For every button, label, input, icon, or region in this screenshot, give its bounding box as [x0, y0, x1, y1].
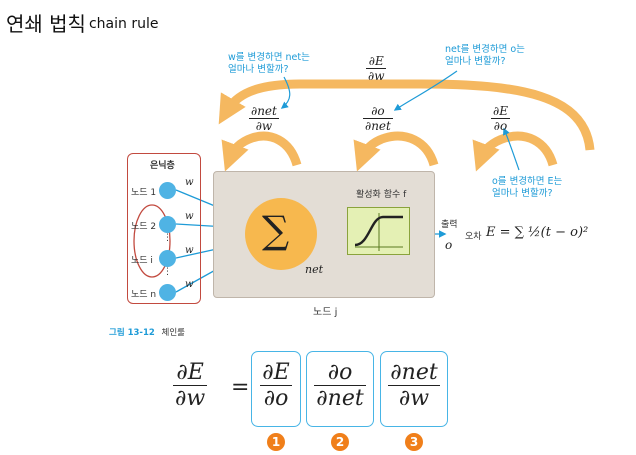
- eq-term-3-chip: [380, 351, 448, 427]
- output-symbol: o: [445, 238, 453, 252]
- curved-arrow-3: [472, 131, 558, 172]
- big-backprop-arrow: [218, 79, 595, 151]
- node-i-circle: [159, 250, 176, 267]
- figure-caption: 그림 13-12 체인룰: [109, 326, 185, 338]
- curved-arrow-2: [353, 131, 439, 172]
- activation-label: 활성화 함수 f: [356, 190, 407, 200]
- title-sub: chain rule: [88, 16, 159, 32]
- node-n-circle: [159, 284, 176, 301]
- eq-lhs-den: ∂w: [173, 385, 208, 411]
- figure-title: 체인룰: [161, 328, 185, 338]
- node-n-label: 노드 n: [131, 290, 157, 300]
- top-fraction: ∂E ∂w: [366, 54, 387, 83]
- eq-term-1-den: ∂o: [260, 385, 292, 411]
- weight-i-text: w: [185, 245, 194, 256]
- partial-e-o-den: ∂o: [491, 118, 510, 133]
- partial-o-net-num: ∂o: [371, 104, 385, 118]
- partial-net-w: ∂net ∂w: [249, 104, 279, 133]
- eq-lhs-num: ∂E: [176, 360, 204, 385]
- eq-term-2-den: ∂net: [314, 385, 366, 411]
- node-2-label: 노드 2: [131, 222, 157, 232]
- eq-term-3: ∂net ∂w: [383, 360, 445, 411]
- sum-symbol: ∑: [262, 208, 290, 252]
- weight-1-text: w: [185, 177, 194, 188]
- note-o-line2: 얼마나 변할까?: [492, 188, 553, 199]
- badge-3: 3: [405, 433, 423, 451]
- output-label: 출력: [441, 220, 458, 230]
- partial-net-w-den: ∂w: [249, 118, 279, 133]
- leader-w: [280, 76, 291, 109]
- equation-lhs: ∂E ∂w: [173, 360, 208, 411]
- badge-2: 2: [331, 433, 349, 451]
- note-net-line2: 얼마나 변할까?: [445, 56, 506, 67]
- leader-o: [503, 127, 520, 171]
- hidden-layer-label: 은닉층: [150, 161, 175, 171]
- eq-term-3-num: ∂net: [390, 360, 438, 385]
- highlight-loop: [133, 204, 171, 278]
- leader-net: [393, 70, 458, 111]
- note-o-line1: o를 변경하면 E는: [492, 176, 563, 187]
- net-label: net: [305, 263, 324, 276]
- partial-e-o: ∂E ∂o: [491, 104, 510, 133]
- node-j-label: 노드 j: [313, 307, 338, 318]
- title-main: 연쇄 법칙: [6, 12, 86, 36]
- eq-term-1-num: ∂E: [262, 360, 290, 385]
- note-w-change: w를 변경하면 net는 얼마나 변할까?: [228, 52, 310, 76]
- node-1-circle: [159, 182, 176, 199]
- figure-number: 그림 13-12: [109, 328, 155, 338]
- partial-o-net-den: ∂net: [363, 118, 393, 133]
- weight-2: w: [185, 211, 194, 222]
- partial-e-o-num: ∂E: [493, 104, 508, 118]
- note-net-line1: net를 변경하면 o는: [445, 44, 525, 55]
- eq-term-2: ∂o ∂net: [309, 360, 371, 411]
- node-1-label: 노드 1: [131, 188, 157, 198]
- weight-1: w: [185, 177, 194, 188]
- dots-2: ⋮: [163, 267, 172, 277]
- curved-arrow-1: [221, 131, 302, 172]
- weight-n: w: [185, 279, 194, 290]
- top-frac-den: ∂w: [366, 68, 387, 83]
- note-o-change: o를 변경하면 E는 얼마나 변할까?: [492, 176, 562, 200]
- node-2-circle: [159, 216, 176, 233]
- note-w-line1: w를 변경하면 net는: [228, 52, 310, 63]
- equals-sign: =: [231, 375, 250, 400]
- weight-i: w: [185, 245, 194, 256]
- weight-2-text: w: [185, 211, 194, 222]
- error-label: 오차: [465, 232, 482, 242]
- hidden-layer-box: [127, 153, 201, 304]
- note-w-line2: 얼마나 변할까?: [228, 64, 289, 75]
- eq-term-2-chip: [306, 351, 374, 427]
- partial-net-w-num: ∂net: [251, 104, 277, 118]
- error-formula: E = ∑ ½(t − o)²: [486, 225, 589, 240]
- eq-term-3-den: ∂w: [388, 385, 440, 411]
- eq-term-2-num: ∂o: [327, 360, 353, 385]
- top-frac-num: ∂E: [368, 54, 384, 68]
- partial-o-net: ∂o ∂net: [363, 104, 393, 133]
- eq-term-1: ∂E ∂o: [256, 360, 296, 411]
- sum-circle: [245, 198, 317, 270]
- weight-n-text: w: [185, 279, 194, 290]
- node-i-label: 노드 i: [131, 256, 153, 266]
- badge-1: 1: [267, 433, 285, 451]
- sigmoid-icon: [354, 213, 403, 251]
- dots-1: ⋮: [163, 233, 172, 243]
- eq-term-1-chip: [251, 351, 301, 427]
- note-net-change: net를 변경하면 o는 얼마나 변할까?: [445, 44, 525, 68]
